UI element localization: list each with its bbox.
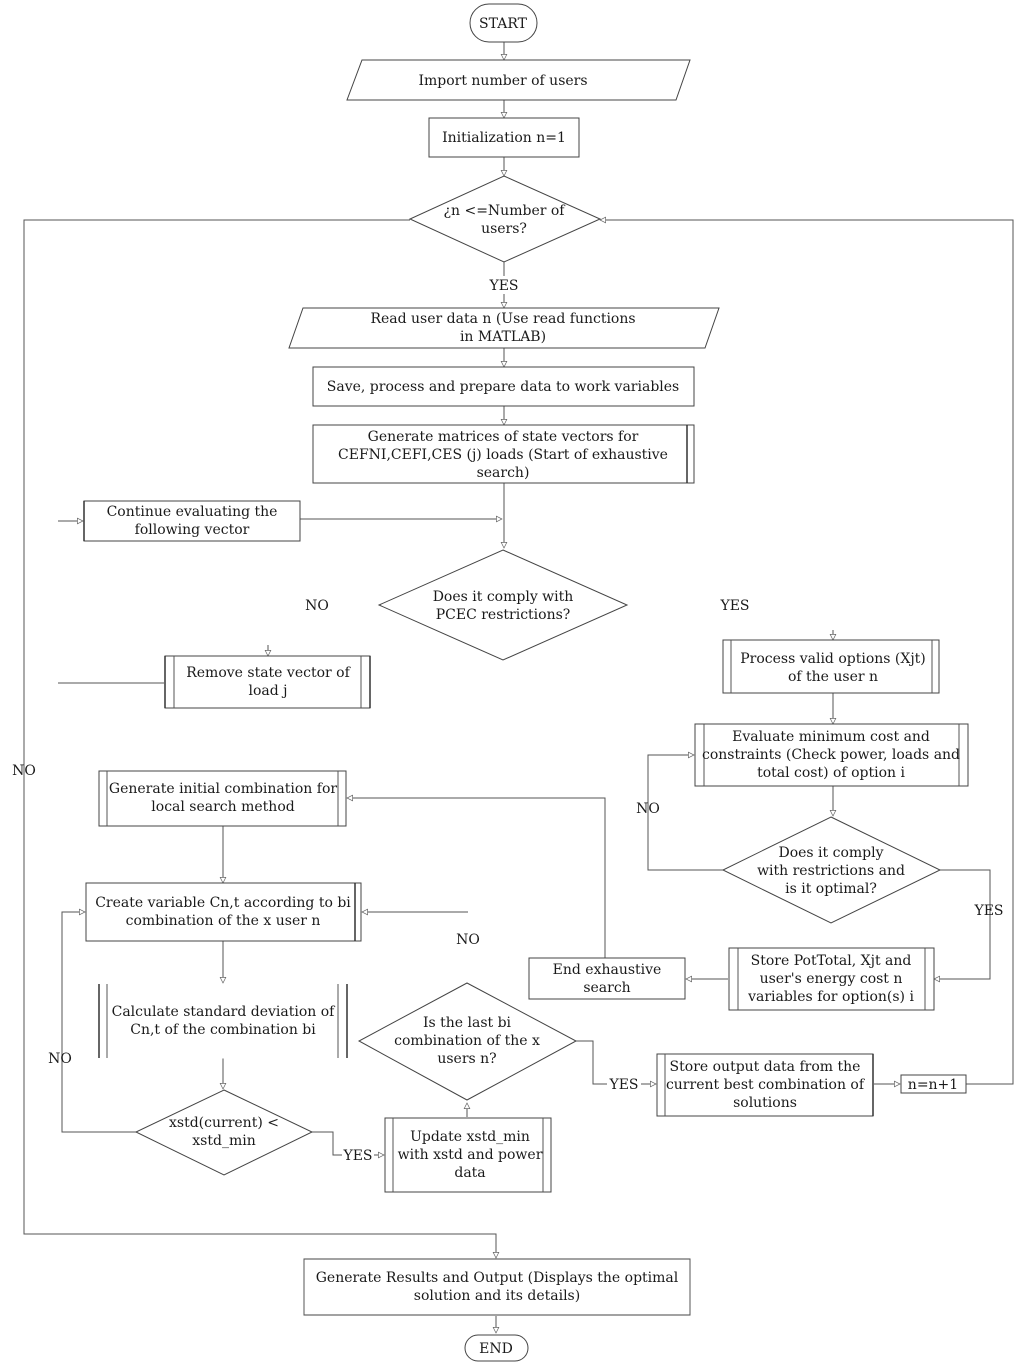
- node-generate-matrices: Generate matrices of state vectors for C…: [312, 424, 695, 484]
- gen-matrices-line2: CEFNI,CEFI,CES (j) loads (Start of exhau…: [338, 447, 668, 463]
- calc-std-line2: Cn,t of the combination bi: [130, 1022, 316, 1038]
- remove-line2: load j: [248, 683, 287, 699]
- read-user-line1: Read user data n (Use read functions: [370, 311, 635, 327]
- node-save-process: Save, process and prepare data to work v…: [312, 366, 695, 407]
- end-exhaustive-line1: End exhaustive: [553, 962, 662, 978]
- results-line2: solution and its details): [414, 1288, 580, 1304]
- decision-n-users: ¿n <=Number of users?: [408, 175, 602, 263]
- eval-line2: constraints (Check power, loads and: [702, 747, 960, 763]
- decision-xstd: xstd(current) < xstd_min: [134, 1089, 314, 1176]
- node-end: END: [464, 1334, 529, 1362]
- edge-label-yes-xstd: YES: [342, 1148, 372, 1164]
- store-output-line1: Store output data from the: [670, 1059, 861, 1075]
- node-import-users: Import number of users: [346, 59, 691, 101]
- gen-matrices-line3: search): [477, 465, 530, 481]
- optimal-line3: is it optimal?: [785, 881, 877, 897]
- edge-label-no-optimal: NO: [636, 801, 660, 817]
- process-valid-line1: Process valid options (Xjt): [740, 651, 926, 667]
- node-update-xstd: Update xstd_min with xstd and power data: [384, 1117, 552, 1193]
- gen-matrices-line1: Generate matrices of state vectors for: [368, 429, 639, 445]
- node-store-pottotal: Store PotTotal, Xjt and user's energy co…: [728, 947, 935, 1011]
- gen-initial-line1: Generate initial combination for: [109, 781, 337, 797]
- decision-optimal: Does it comply with restrictions and is …: [721, 816, 942, 924]
- node-create-variable: Create variable Cn,t according to bi com…: [85, 882, 362, 942]
- pcec-line1: Does it comply with: [433, 589, 574, 605]
- node-initialization: Initialization n=1: [428, 117, 580, 158]
- node-end-exhaustive: End exhaustive search: [528, 957, 686, 1000]
- edge-label-no-xstd: NO: [48, 1051, 72, 1067]
- node-process-valid: Process valid options (Xjt) of the user …: [722, 639, 940, 694]
- eval-line3: total cost) of option i: [757, 765, 905, 781]
- increment-label: n=n+1: [908, 1077, 958, 1093]
- last-bi-line2: combination of the x: [394, 1033, 540, 1049]
- continue-line1: Continue evaluating the: [107, 504, 278, 520]
- edge-label-yes-pcec: YES: [719, 598, 749, 614]
- store-pot-line3: variables for option(s) i: [747, 989, 914, 1005]
- last-bi-line1: Is the last bi: [423, 1015, 512, 1031]
- xstd-line2: xstd_min: [192, 1133, 255, 1149]
- end-label: END: [479, 1341, 513, 1357]
- create-var-line2: combination of the x user n: [126, 913, 321, 929]
- edge-label-yes-optimal: YES: [973, 903, 1003, 919]
- node-start: START: [469, 3, 538, 43]
- decision-n-users-line2: users?: [481, 221, 527, 237]
- save-process-label: Save, process and prepare data to work v…: [327, 379, 679, 395]
- update-line1: Update xstd_min: [410, 1129, 530, 1145]
- end-exhaustive-line2: search: [583, 980, 630, 996]
- process-valid-line2: of the user n: [788, 669, 878, 685]
- node-increment: n=n+1: [900, 1074, 967, 1094]
- edge-label-no-last: NO: [456, 932, 480, 948]
- node-calculate-std: Calculate standard deviation of Cn,t of …: [98, 983, 348, 1059]
- pcec-line2: PCEC restrictions?: [436, 607, 571, 623]
- node-generate-results: Generate Results and Output (Displays th…: [303, 1258, 691, 1316]
- remove-line1: Remove state vector of: [186, 665, 351, 681]
- results-line1: Generate Results and Output (Displays th…: [316, 1270, 679, 1286]
- continue-line2: following vector: [135, 522, 250, 538]
- decision-last-bi: Is the last bi combination of the x user…: [357, 982, 578, 1101]
- xstd-line1: xstd(current) <: [169, 1115, 279, 1131]
- node-read-user-data: Read user data n (Use read functions in …: [288, 307, 720, 349]
- update-line3: data: [454, 1165, 485, 1181]
- optimal-line1: Does it comply: [778, 845, 883, 861]
- start-label: START: [479, 16, 528, 32]
- initialization-label: Initialization n=1: [442, 130, 566, 146]
- calc-std-line1: Calculate standard deviation of: [112, 1004, 337, 1020]
- node-remove-vector: Remove state vector of load j: [164, 655, 371, 709]
- node-store-output: Store output data from the current best …: [656, 1053, 874, 1117]
- read-user-line2: in MATLAB): [460, 329, 546, 345]
- edge-label-no-pcec: NO: [305, 598, 329, 614]
- store-pot-line1: Store PotTotal, Xjt and: [751, 953, 912, 969]
- node-generate-initial: Generate initial combination for local s…: [98, 770, 347, 827]
- import-users-label: Import number of users: [418, 73, 587, 89]
- edge-label-yes-n: YES: [488, 278, 518, 294]
- edge-label-yes-last: YES: [608, 1077, 638, 1093]
- store-output-line2: current best combination of: [666, 1077, 866, 1093]
- node-continue-evaluating: Continue evaluating the following vector: [83, 500, 301, 542]
- update-line2: with xstd and power: [398, 1147, 543, 1163]
- decision-n-users-line1: ¿n <=Number of: [444, 203, 567, 219]
- edge-label-no-n: NO: [12, 763, 36, 779]
- store-output-line3: solutions: [733, 1095, 797, 1111]
- optimal-line2: with restrictions and: [757, 863, 905, 879]
- eval-line1: Evaluate minimum cost and: [732, 729, 930, 745]
- connectors: [23, 42, 1014, 1333]
- gen-initial-line2: local search method: [151, 799, 294, 815]
- last-bi-line3: users n?: [437, 1051, 496, 1067]
- create-var-line1: Create variable Cn,t according to bi: [95, 895, 351, 911]
- node-evaluate-min-cost: Evaluate minimum cost and constraints (C…: [694, 723, 969, 787]
- store-pot-line2: user's energy cost n: [760, 971, 903, 987]
- decision-pcec: Does it comply with PCEC restrictions?: [377, 549, 629, 661]
